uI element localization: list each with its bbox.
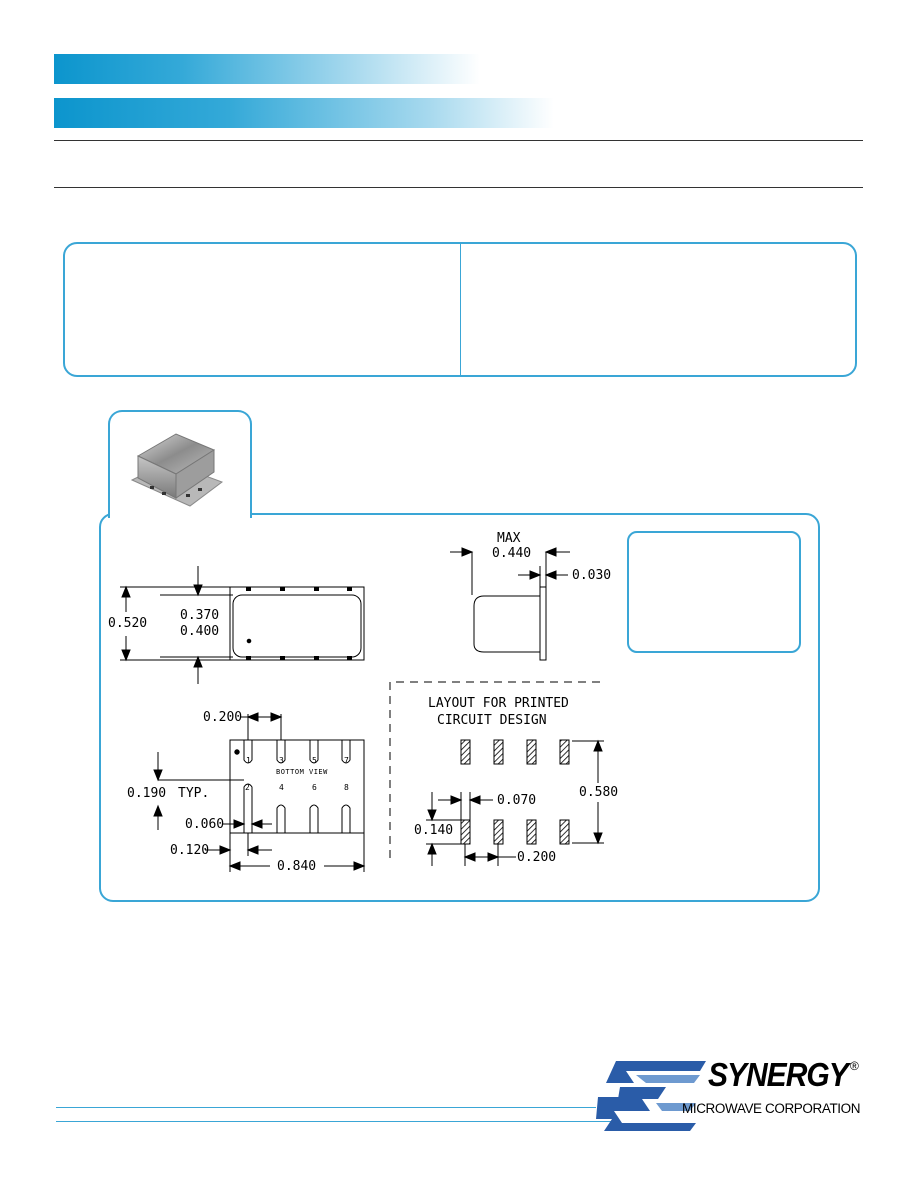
- package-photo: [130, 433, 224, 507]
- synergy-logo-mark: [596, 1061, 706, 1131]
- pcb-row-spacing-value: 0.580: [579, 785, 619, 800]
- bottom-view-label: BOTTOM VIEW: [276, 768, 328, 776]
- pin-6-label: 6: [312, 783, 317, 792]
- top-inner-max-value: 0.400: [180, 624, 220, 639]
- features-box: [63, 242, 857, 377]
- title-rule-bottom: [54, 187, 863, 188]
- pin-5-label: 5: [312, 756, 317, 765]
- footer-rule-top: [56, 1107, 596, 1108]
- synergy-brand: SYNERGY: [708, 1057, 849, 1094]
- bottom-length-value: 0.840: [277, 859, 317, 874]
- package-photo-frame: [108, 410, 252, 518]
- synergy-logo: SYNERGY ® MICROWAVE CORPORATION: [596, 1057, 864, 1133]
- pcb-pad-width-value: 0.070: [497, 793, 537, 808]
- synergy-subtitle: MICROWAVE CORPORATION: [682, 1101, 861, 1116]
- pin-4-label: 4: [279, 783, 284, 792]
- bottom-edge-value: 0.120: [170, 843, 210, 858]
- bottom-pad-width-value: 0.060: [185, 817, 225, 832]
- bottom-pitch-value: 0.200: [203, 710, 243, 725]
- pin-8-label: 8: [344, 783, 349, 792]
- side-view-body: [473, 595, 540, 653]
- pin-7-label: 7: [344, 756, 349, 765]
- notes-box: [627, 531, 801, 653]
- side-height-value: 0.440: [492, 546, 532, 561]
- side-view-flange: [539, 586, 547, 661]
- pcb-title-line2: CIRCUIT DESIGN: [437, 713, 547, 728]
- pin-2-label: 2: [245, 783, 250, 792]
- header-band-bottom: [54, 98, 554, 128]
- pin-1-label: 1: [246, 756, 251, 765]
- bottom-typ-label: TYP.: [178, 786, 210, 801]
- title-rule-top: [54, 140, 863, 141]
- features-divider: [460, 244, 461, 375]
- bottom-pad-height-value: 0.190: [127, 786, 167, 801]
- header-band-top: [54, 54, 480, 84]
- mechanical-drawing-box: [99, 513, 820, 902]
- side-flange-value: 0.030: [572, 568, 612, 583]
- top-overall-value: 0.520: [108, 616, 148, 631]
- pcb-pitch-value: 0.200: [517, 850, 557, 865]
- bottom-view-outline: [229, 739, 365, 834]
- footer-rule-bottom: [56, 1121, 612, 1122]
- pin-3-label: 3: [279, 756, 284, 765]
- side-max-label: MAX: [497, 531, 521, 546]
- top-inner-min-value: 0.370: [180, 608, 220, 623]
- pcb-pad-height-value: 0.140: [414, 823, 454, 838]
- registered-mark: ®: [850, 1059, 859, 1073]
- top-view-lid: [232, 594, 362, 658]
- top-view-outline: [229, 586, 365, 661]
- pcb-title-line1: LAYOUT FOR PRINTED: [428, 696, 569, 711]
